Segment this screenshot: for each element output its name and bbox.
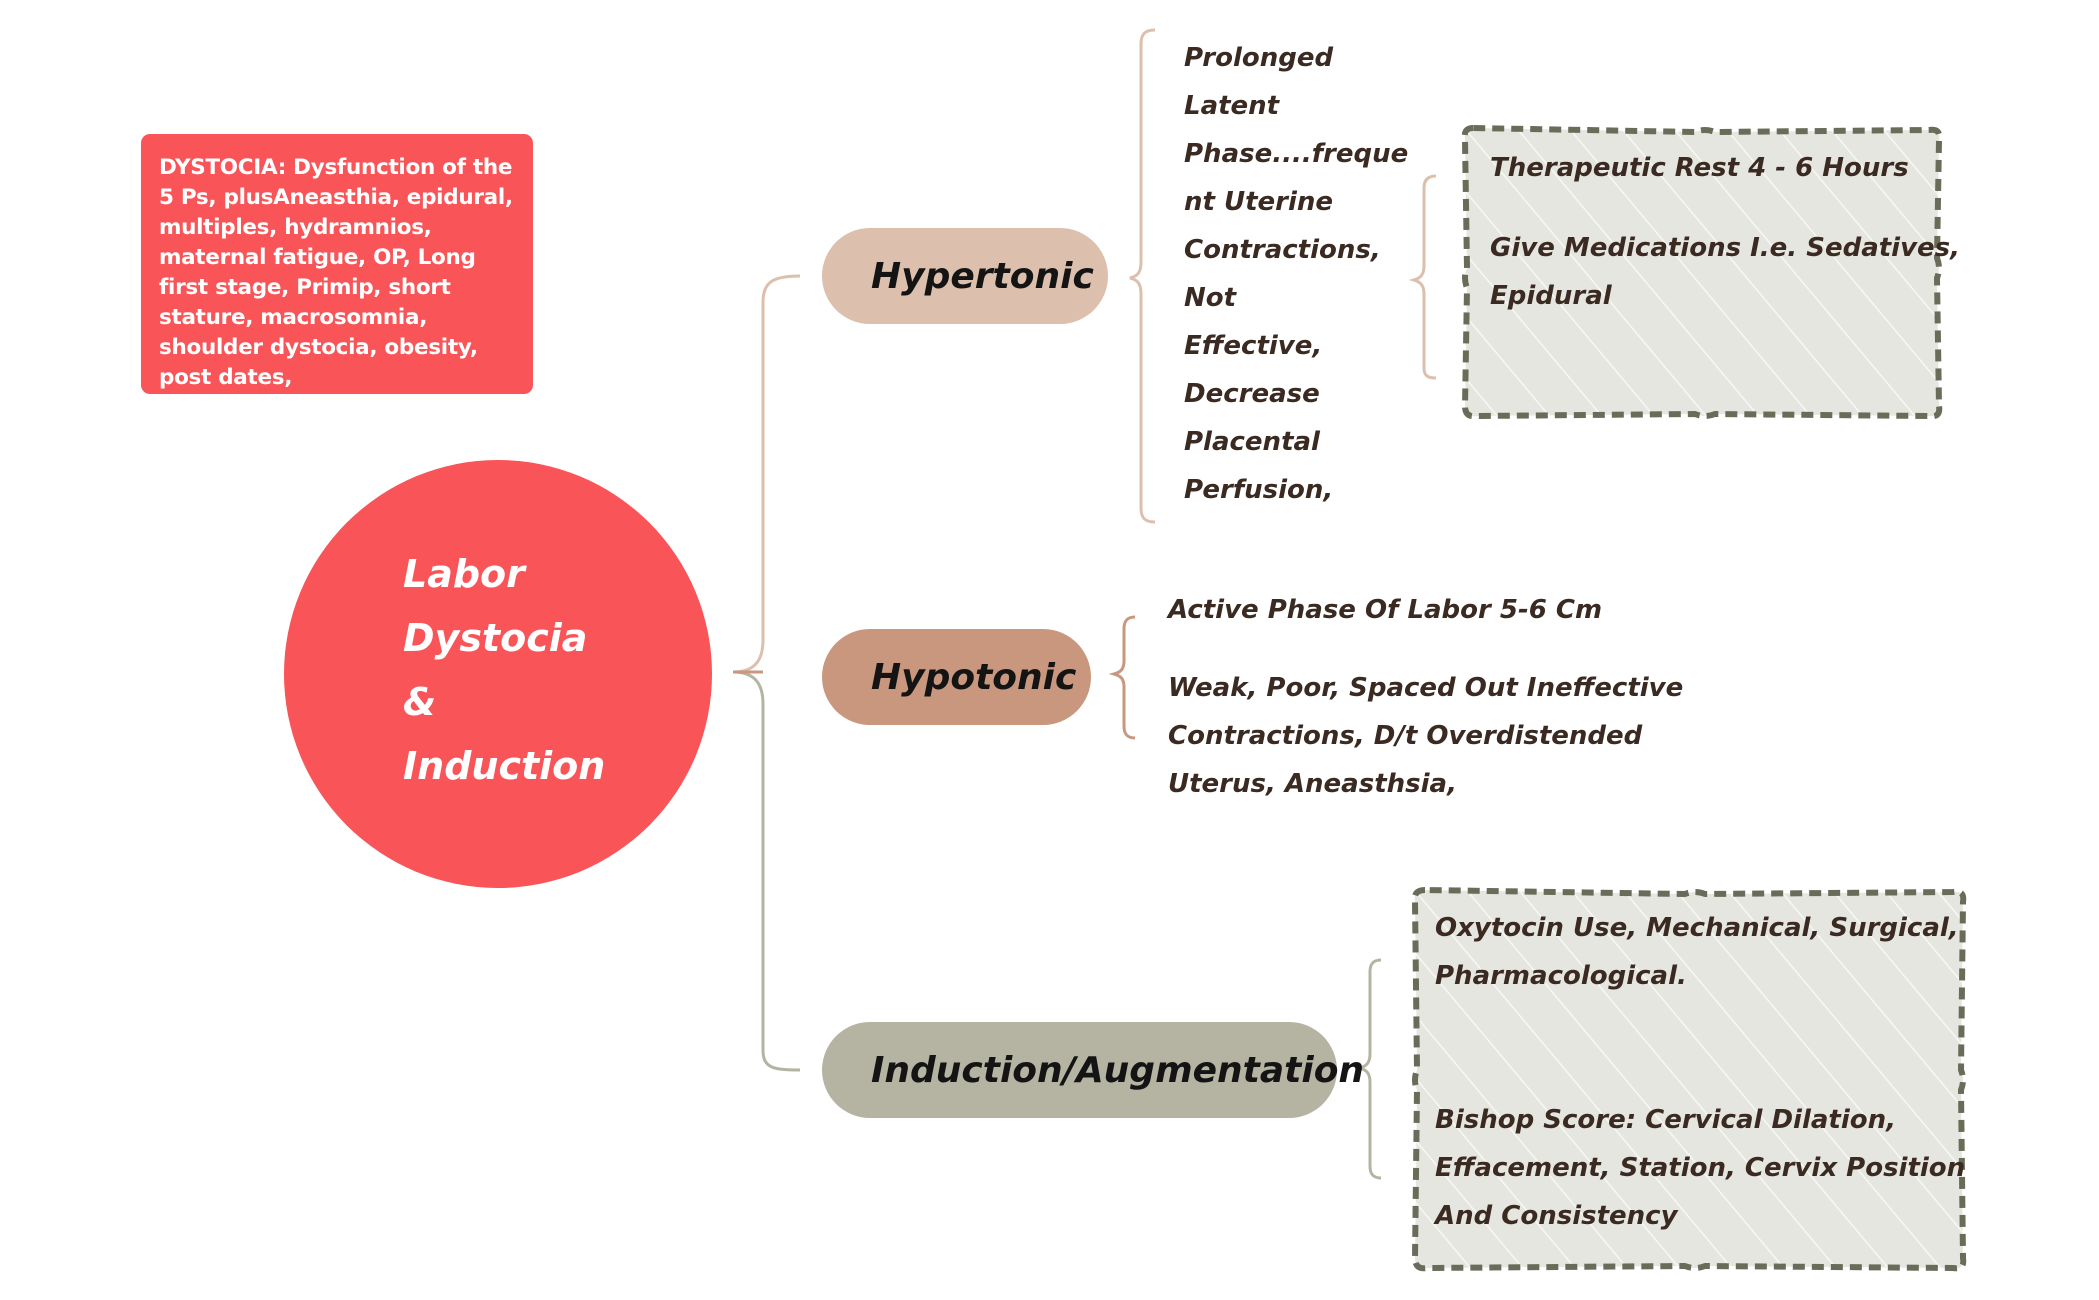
hypertonic-detail-line: Phase....freque <box>1184 139 1409 169</box>
induction-line: Pharmacological. <box>1435 961 1687 991</box>
branch-hypertonic-label: Hypertonic <box>871 255 1094 297</box>
hypertonic-detail-line: Contractions, <box>1184 235 1381 265</box>
branch-hypotonic: Hypotonic <box>822 629 1091 725</box>
root-title-line-3: & <box>403 680 437 724</box>
brace-hypertonic-details <box>1129 28 1156 524</box>
hypertonic-details: Prolonged Latent Phase....freque nt Uter… <box>1184 34 1408 514</box>
branch-hypertonic: Hypertonic <box>822 228 1108 324</box>
induction-box-shape <box>1411 887 1967 1272</box>
hypertonic-detail-line: Latent <box>1184 91 1280 121</box>
root-title-line-1: Labor <box>403 552 525 596</box>
dystocia-note-text: DYSTOCIA: Dysfunction of the 5 Ps, plusA… <box>159 155 513 390</box>
hypertonic-detail-line: Perfusion, <box>1184 475 1334 505</box>
hypertonic-detail-line: Prolonged <box>1184 43 1334 73</box>
root-title-line-4: Induction <box>403 744 606 788</box>
induction-line: Oxytocin Use, Mechanical, Surgical, <box>1435 913 1959 943</box>
root-title-line-2: Dystocia <box>403 616 588 660</box>
hypotonic-line: Contractions, D/t Overdistended <box>1168 721 1643 751</box>
brace-hypotonic-details <box>1108 615 1136 740</box>
branch-induction: Induction/Augmentation <box>822 1022 1364 1118</box>
hypertonic-management-text: Therapeutic Rest 4 - 6 Hours Give Medica… <box>1490 144 1960 320</box>
hypotonic-details: Active Phase Of Labor 5-6 Cm Weak, Poor,… <box>1168 586 1683 808</box>
hypotonic-line: Active Phase Of Labor 5-6 Cm <box>1168 595 1603 625</box>
hypertonic-detail-line: Effective, <box>1184 331 1323 361</box>
root-node <box>284 460 712 888</box>
induction-line: Bishop Score: Cervical Dilation, <box>1435 1105 1897 1135</box>
management-line: Give Medications I.e. Sedatives, <box>1490 233 1961 263</box>
branch-hypotonic-label: Hypotonic <box>871 656 1077 698</box>
brace-hypertonic-management <box>1408 174 1437 380</box>
induction-details-text: Oxytocin Use, Mechanical, Surgical, Phar… <box>1435 904 1965 1240</box>
brace-induction-details <box>1354 958 1382 1180</box>
connector-root-induction <box>732 670 801 1072</box>
management-line: Therapeutic Rest 4 - 6 Hours <box>1490 153 1909 183</box>
management-box-shape <box>1461 125 1943 420</box>
hypertonic-management-box: Therapeutic Rest 4 - 6 Hours Give Medica… <box>1455 118 1960 428</box>
induction-line: Effacement, Station, Cervix Position <box>1435 1153 1966 1183</box>
hypertonic-detail-line: nt Uterine <box>1184 187 1334 217</box>
dystocia-note: DYSTOCIA: Dysfunction of the 5 Ps, plusA… <box>141 134 533 394</box>
hypertonic-detail-line: Not <box>1184 283 1237 313</box>
connector-root-hypertonic <box>732 274 801 674</box>
induction-details-box: Oxytocin Use, Mechanical, Surgical, Phar… <box>1405 880 1975 1280</box>
hypotonic-line: Weak, Poor, Spaced Out Ineffective <box>1168 673 1684 703</box>
branch-induction-label: Induction/Augmentation <box>871 1049 1365 1091</box>
management-line: Epidural <box>1490 281 1612 311</box>
hypertonic-detail-line: Placental <box>1184 427 1320 457</box>
hypertonic-detail-line: Decrease <box>1184 379 1320 409</box>
induction-line: And Consistency <box>1435 1201 1678 1231</box>
hypotonic-line: Uterus, Aneasthsia, <box>1168 769 1457 799</box>
